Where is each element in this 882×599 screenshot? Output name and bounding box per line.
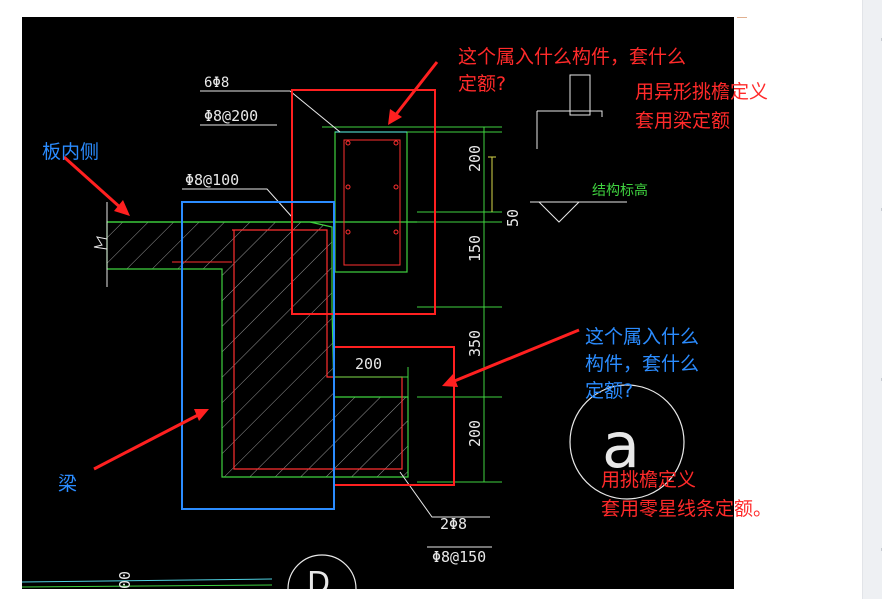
question-right-line1: 这个属入什么	[585, 326, 700, 348]
beam-label: 梁	[58, 473, 78, 495]
arrow-slab	[62, 155, 130, 216]
rebar-bottom-main: 2Φ8	[440, 515, 467, 533]
dimension-chain: 200 50 150 350 200	[407, 127, 522, 483]
question-right-line2: 构件，套什么	[585, 353, 700, 375]
dim-350: 350	[466, 330, 484, 357]
level-label: 结构标高	[592, 182, 648, 199]
horizontal-dimension: 200	[334, 355, 409, 409]
page: 200 50 150 350 200 200 6Φ8 Φ8@200 Φ8@100	[0, 0, 862, 599]
partial-dim: 00	[116, 571, 134, 589]
dim-150: 150	[466, 235, 484, 262]
dim-50: 50	[504, 209, 522, 227]
level-marker: 结构标高	[530, 74, 648, 223]
grid-bubble-a: a	[569, 384, 685, 500]
rebar-labels: 6Φ8 Φ8@200 Φ8@100 2Φ8 Φ8@150	[182, 75, 492, 566]
highlight-box-beam	[181, 201, 335, 510]
dim-200-horizontal: 200	[355, 355, 382, 373]
arrow-right	[442, 328, 580, 387]
answer-top-line2: 套用梁定额	[635, 110, 731, 132]
upper-parapet	[322, 126, 502, 273]
grid-bubble-label: a	[602, 409, 640, 482]
answer-top-line1: 用异形挑檐定义	[635, 81, 769, 103]
arrow-beam	[93, 409, 209, 471]
bottom-partial: 00	[22, 571, 273, 589]
answer-bottom-line2: 套用零星线条定额。	[601, 498, 773, 520]
rebar-top-stirrup: Φ8@200	[204, 107, 258, 125]
question-top-line2: 定额?	[458, 73, 507, 95]
rebar-bottom-stirrup: Φ8@150	[432, 548, 486, 566]
question-top-line1: 这个属入什么构件，套什么	[458, 46, 687, 68]
dim-200-bottom: 200	[466, 420, 484, 447]
corner-mark	[737, 12, 747, 18]
right-scroll-strip[interactable]	[862, 0, 882, 599]
grid-bubble-d: D	[287, 554, 357, 589]
answer-bottom-line1: 用挑檐定义	[601, 469, 697, 491]
question-right-line3: 定额?	[585, 380, 634, 402]
rebar-slab: Φ8@100	[185, 171, 239, 189]
cad-drawing-image: 200 50 150 350 200 200 6Φ8 Φ8@200 Φ8@100	[22, 17, 734, 589]
rebar-top-main: 6Φ8	[204, 75, 229, 91]
concrete-section	[93, 202, 417, 478]
dim-200-top: 200	[466, 145, 484, 172]
cad-drawing: 200 50 150 350 200 200 6Φ8 Φ8@200 Φ8@100	[22, 61, 685, 589]
slab-inside-label: 板内侧	[42, 141, 100, 163]
arrow-top	[388, 61, 439, 125]
grid-bubble-2-label: D	[307, 566, 330, 589]
